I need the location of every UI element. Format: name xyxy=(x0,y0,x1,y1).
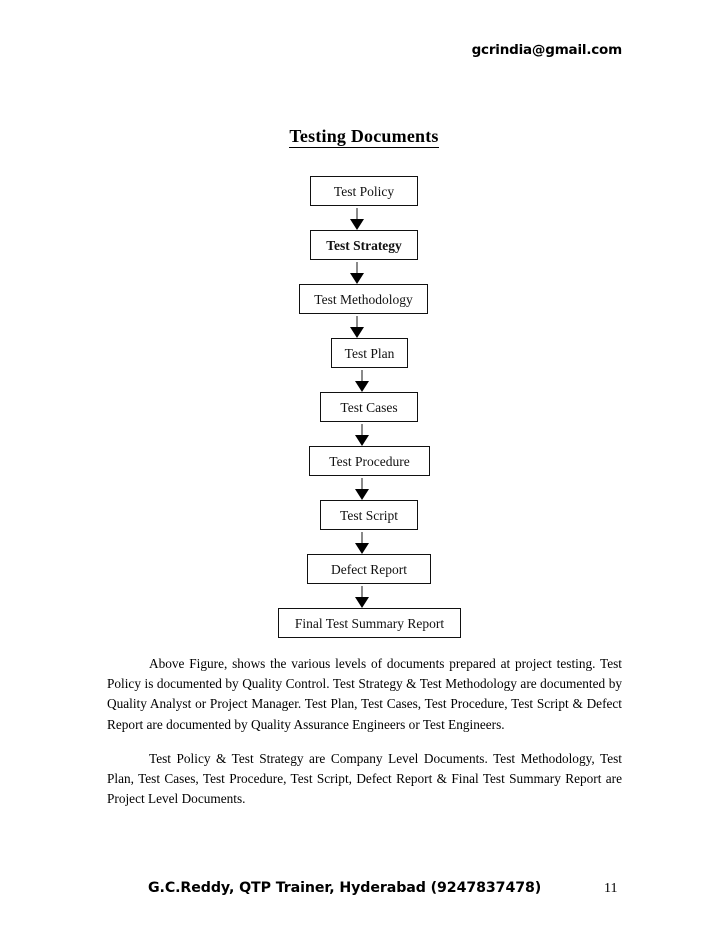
arrow-head xyxy=(350,273,364,284)
flow-row: Test Cases xyxy=(0,392,728,446)
flow-node-test-methodology: Test Methodology xyxy=(299,284,428,314)
flow-arrow-down-icon xyxy=(350,316,364,338)
flow-arrow-down-icon xyxy=(355,478,369,500)
flow-arrow-down-icon xyxy=(350,208,364,230)
paragraph-company-project-levels-text: Test Policy & Test Strategy are Company … xyxy=(107,751,622,807)
arrow-shaft xyxy=(361,586,364,599)
arrow-shaft xyxy=(356,262,359,275)
paragraph-company-project-levels: Test Policy & Test Strategy are Company … xyxy=(107,749,622,810)
flow-row: Test Procedure xyxy=(0,446,728,500)
flow-arrow-down-icon xyxy=(355,586,369,608)
flow-row: Test Policy xyxy=(0,176,728,230)
paragraph-document-levels-text: Above Figure, shows the various levels o… xyxy=(107,656,622,732)
flow-row: Test Methodology xyxy=(0,284,728,338)
footer-page-number: 11 xyxy=(604,881,618,896)
arrow-shaft xyxy=(361,532,364,545)
arrow-shaft xyxy=(356,316,359,329)
arrow-shaft xyxy=(356,208,359,221)
arrow-head xyxy=(355,543,369,554)
flow-node-defect-report: Defect Report xyxy=(307,554,431,584)
page-footer: G.C.Reddy, QTP Trainer, Hyderabad (92478… xyxy=(0,880,728,904)
flow-node-test-script: Test Script xyxy=(320,500,418,530)
flow-arrow-down-icon xyxy=(355,532,369,554)
flow-row: Test Strategy xyxy=(0,230,728,284)
page-title: Testing Documents xyxy=(0,126,728,148)
flow-arrow-down-icon xyxy=(355,370,369,392)
flow-node-final-test-summary-report: Final Test Summary Report xyxy=(278,608,461,638)
flow-node-test-procedure: Test Procedure xyxy=(309,446,430,476)
flow-node-test-policy: Test Policy xyxy=(310,176,418,206)
arrow-head xyxy=(350,327,364,338)
flow-row: Test Script xyxy=(0,500,728,554)
arrow-head xyxy=(355,597,369,608)
footer-trainer-info: G.C.Reddy, QTP Trainer, Hyderabad (92478… xyxy=(148,880,542,896)
arrow-shaft xyxy=(361,478,364,491)
page-title-text: Testing Documents xyxy=(289,126,439,148)
arrow-head xyxy=(355,381,369,392)
flow-row: Final Test Summary Report xyxy=(0,608,728,662)
flow-row: Test Plan xyxy=(0,338,728,392)
arrow-head xyxy=(350,219,364,230)
page-header-email: gcrindia@gmail.com xyxy=(471,42,623,58)
flow-node-test-cases: Test Cases xyxy=(320,392,418,422)
flow-node-test-strategy: Test Strategy xyxy=(310,230,418,260)
paragraph-document-levels: Above Figure, shows the various levels o… xyxy=(107,654,622,735)
flow-row: Defect Report xyxy=(0,554,728,608)
arrow-head xyxy=(355,435,369,446)
flow-arrow-down-icon xyxy=(350,262,364,284)
arrow-head xyxy=(355,489,369,500)
arrow-shaft xyxy=(361,424,364,437)
arrow-shaft xyxy=(361,370,364,383)
flow-arrow-down-icon xyxy=(355,424,369,446)
flow-node-test-plan: Test Plan xyxy=(331,338,408,368)
